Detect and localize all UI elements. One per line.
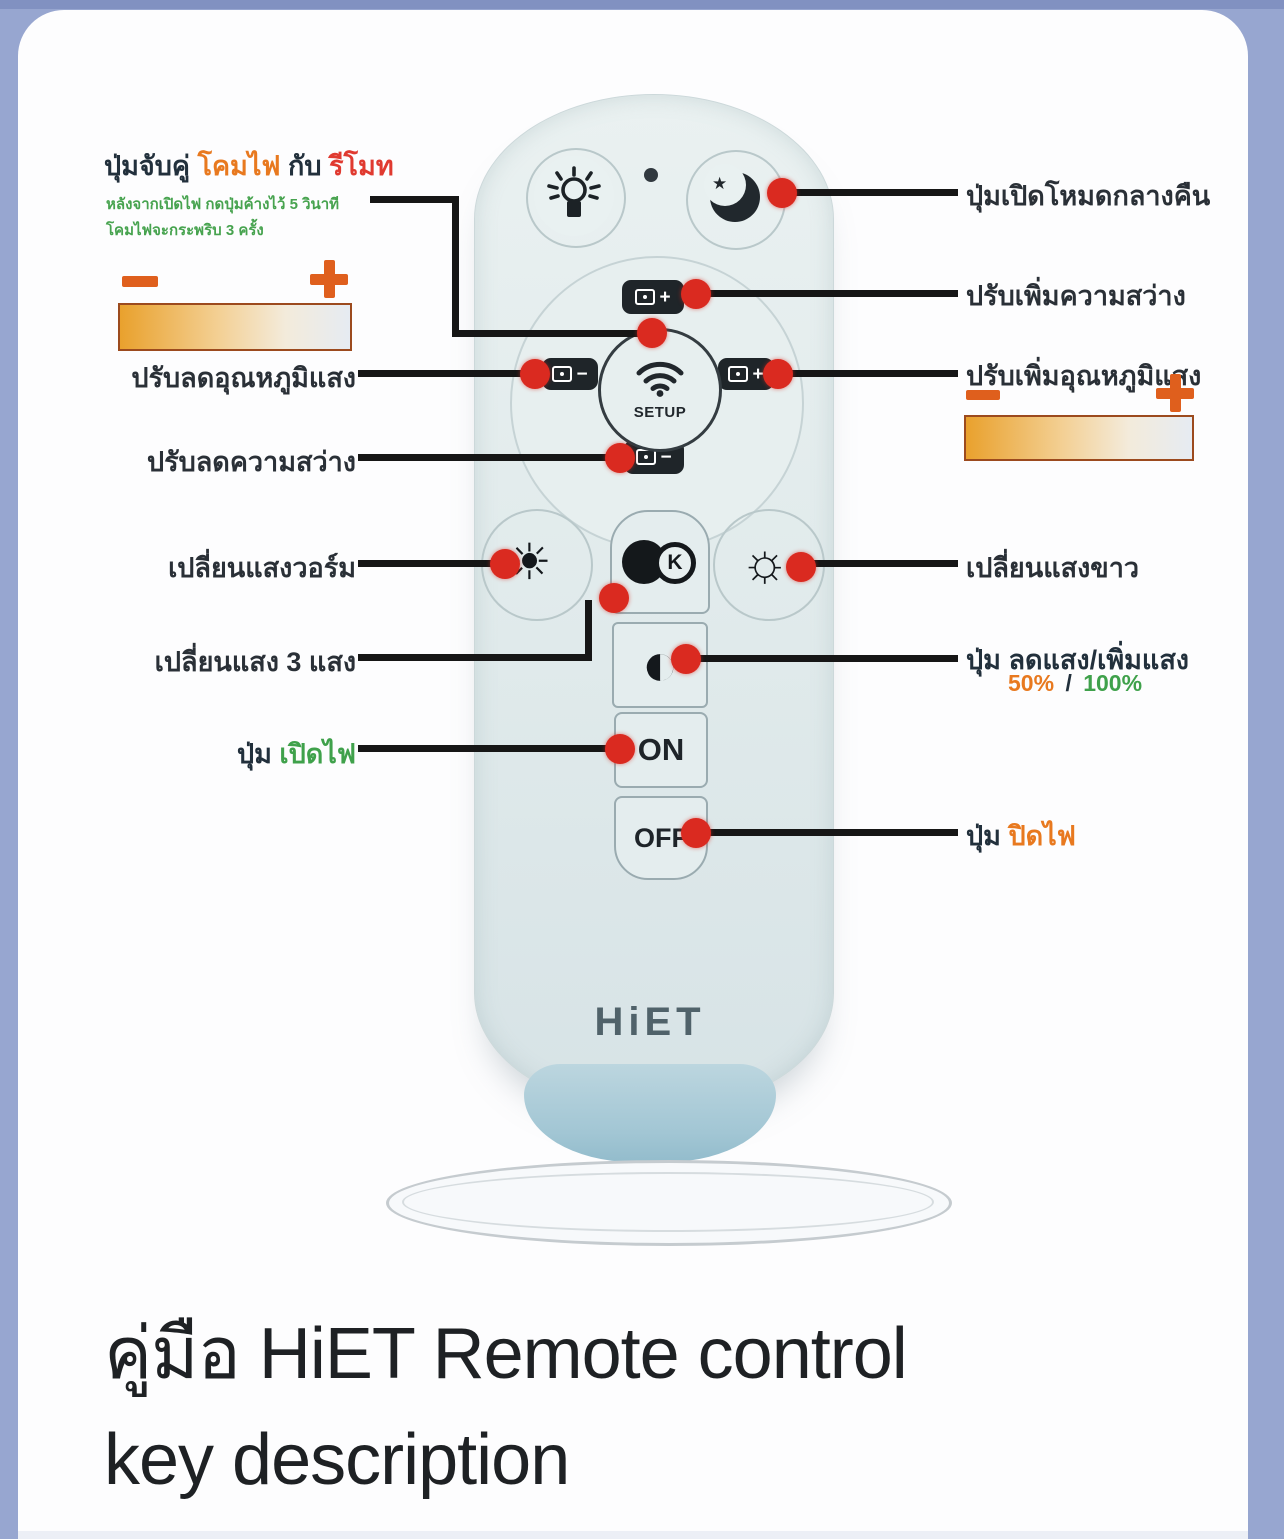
label-white-light: เปลี่ยนแสงขาว — [966, 553, 1140, 583]
moon-icon: ★ — [704, 164, 764, 224]
pair-line-h1 — [370, 196, 459, 203]
card-bottom-strip — [18, 1531, 1248, 1539]
label-brightness-down: ปรับลดความสว่าง — [146, 447, 356, 477]
label-dim-percent: 50% / 100% — [1008, 670, 1142, 697]
brightness-down-line — [358, 454, 612, 461]
ir-led-dot — [644, 168, 658, 182]
temp-gradient-bar-right — [964, 415, 1194, 461]
white-dot — [786, 552, 816, 582]
brightness-up-button: + — [622, 280, 684, 314]
three-light-line-v — [585, 600, 592, 661]
off-label: OFF — [634, 822, 688, 853]
on-dot — [605, 734, 635, 764]
label-off-word1: ปุ่ม — [966, 821, 1009, 851]
label-temp-up: ปรับเพิ่มอุณหภูมิแสง — [966, 361, 1202, 391]
brand-logo: HiET — [594, 1000, 706, 1044]
label-off-word2: ปิดไฟ — [1008, 821, 1076, 851]
minus-icon: − — [576, 363, 588, 385]
dim-50-label: 50% — [1008, 670, 1055, 696]
moon-cut — [704, 164, 746, 206]
night-line — [790, 189, 958, 196]
setup-button: SETUP — [598, 328, 722, 452]
temp-up-line — [784, 370, 958, 377]
white-sun-icon: ☼ — [740, 532, 790, 592]
temp-gradient-bar-left — [118, 303, 352, 351]
minus-icon: − — [660, 446, 672, 468]
plus-icon: + — [752, 363, 764, 385]
temp-down-button: − — [542, 358, 598, 390]
wifi-icon — [634, 359, 686, 402]
label-night-mode: ปุ่มเปิดโหมดกลางคืน — [966, 181, 1211, 211]
three-light-line-h — [358, 654, 592, 661]
on-line — [358, 745, 612, 752]
content-card: ★ + − + − — [18, 10, 1248, 1539]
light-panel-icon — [552, 366, 573, 382]
top-edge-strip — [0, 0, 1284, 9]
label-dim: ปุ่ม ลดแสง/เพิ่มแสง — [966, 638, 1189, 681]
pair-title-word1: ปุ่มจับคู่ — [104, 151, 198, 181]
temp-down-dot — [520, 359, 550, 389]
off-dot — [681, 818, 711, 848]
brightness-down-dot — [605, 443, 635, 473]
dim-separator: / — [1065, 670, 1072, 696]
label-dim-word1: ปุ่ม — [966, 645, 1009, 675]
pair-lamp-button — [534, 156, 614, 236]
pair-title: ปุ่มจับคู่ โคมไฟ กับ รีโมท — [104, 144, 394, 187]
remote-base-disc-inner — [402, 1172, 934, 1232]
page-title-line2: key description — [104, 1419, 570, 1500]
label-on-word1: ปุ่ม — [236, 739, 280, 769]
dim-100-label: 100% — [1083, 670, 1143, 696]
three-light-button: K — [622, 539, 698, 585]
page-title-line1: คู่มือ HiET Remote control — [104, 1314, 908, 1394]
temp-up-dot — [763, 359, 793, 389]
pair-title-word3: กับ — [288, 151, 330, 181]
dim-line — [698, 655, 958, 662]
light-panel-icon — [728, 366, 749, 382]
pair-line-h2 — [452, 330, 644, 337]
label-warm-light: เปลี่ยนแสงวอร์ม — [168, 553, 356, 583]
label-on-word2: เปิดไฟ — [279, 739, 356, 769]
pair-button-outline — [526, 148, 626, 248]
dim-dot — [671, 644, 701, 674]
label-brightness-up: ปรับเพิ่มความสว่าง — [966, 281, 1186, 311]
plus-icon — [1156, 374, 1194, 412]
label-temp-down: ปรับลดอุณหภูมิแสง — [131, 363, 356, 393]
pair-line-v — [452, 196, 459, 337]
remote-bottom-cap — [524, 1064, 776, 1162]
warm-dot — [490, 549, 520, 579]
brightness-up-dot — [681, 279, 711, 309]
label-off: ปุ่ม ปิดไฟ — [966, 814, 1076, 857]
label-three-light: เปลี่ยนแสง 3 แสง — [154, 647, 356, 677]
warm-line — [358, 560, 500, 567]
plus-icon — [310, 260, 348, 298]
minus-icon — [966, 390, 1000, 400]
light-panel-icon — [635, 289, 656, 305]
pair-dot — [637, 318, 667, 348]
minus-icon — [122, 276, 158, 287]
kelvin-icon: K — [654, 542, 696, 584]
on-label: ON — [637, 732, 685, 767]
temp-down-line — [358, 370, 524, 377]
three-light-dot — [599, 583, 629, 613]
pair-title-word2: โคมไฟ — [197, 151, 289, 181]
page-title: คู่มือ HiET Remote control key descripti… — [104, 1302, 908, 1514]
white-line — [813, 560, 958, 567]
night-mode-button: ★ — [704, 164, 764, 224]
setup-label: SETUP — [633, 404, 687, 421]
lamp-bulb-icon — [545, 164, 603, 229]
star-icon: ★ — [712, 174, 728, 193]
pair-title-word4: รีโมท — [329, 151, 394, 181]
pair-note-line2: โคมไฟจะกระพริบ 3 ครั้ง — [106, 222, 264, 239]
plus-icon: + — [659, 286, 671, 308]
label-dim-word2: ลดแสง/เพิ่มแสง — [1008, 645, 1189, 675]
label-on: ปุ่ม เปิดไฟ — [78, 732, 356, 775]
brightness-up-line — [698, 290, 958, 297]
night-dot — [767, 178, 797, 208]
off-line — [706, 829, 958, 836]
pair-note-line1: หลังจากเปิดไฟ กดปุ่มค้างไว้ 5 วินาที — [106, 196, 340, 213]
